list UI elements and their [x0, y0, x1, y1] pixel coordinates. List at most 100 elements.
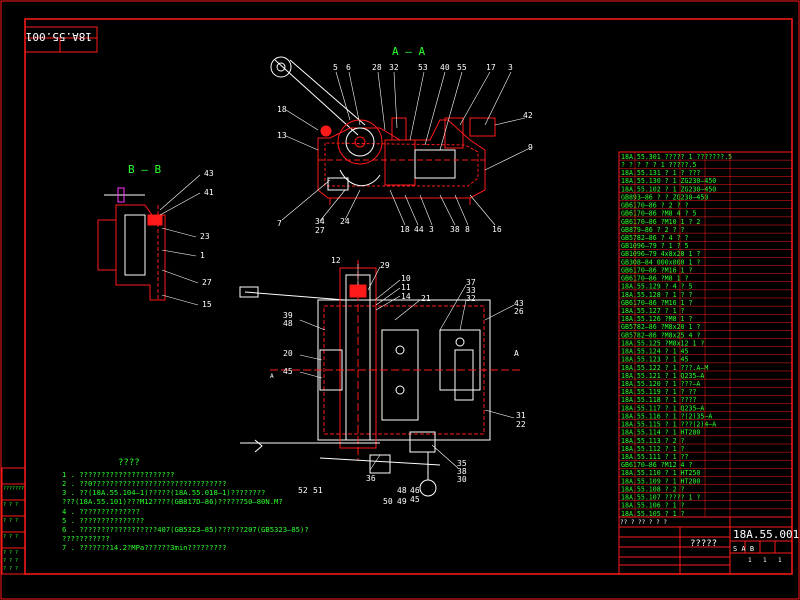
parts-list-row: 18A.55.119 ? 1 ? ??: [621, 388, 696, 396]
part-label: 45: [410, 495, 420, 504]
part-label: 18: [400, 225, 410, 234]
part-label: 3: [429, 225, 434, 234]
part-label: 23: [200, 232, 210, 241]
part-label: 42: [523, 111, 533, 120]
parts-list-row: 18A.55.106 ? 1 ?: [621, 502, 685, 510]
note-line: ???????????: [62, 534, 110, 543]
part-label: 50: [383, 497, 393, 506]
part-label: 48: [397, 486, 407, 495]
part-label: 44: [414, 225, 424, 234]
part-label: 18: [277, 105, 287, 114]
technical-notes: ???? 1 . ?????????????????????? 2 . ??0?…: [62, 458, 309, 552]
sheet-count: 1: [748, 557, 752, 564]
part-label: 34: [315, 217, 325, 226]
part-label: 22: [516, 420, 526, 429]
part-label: 43: [204, 169, 214, 178]
parts-list-row: GB1096—79 4x8x20 1 ?: [621, 250, 700, 258]
part-label: 24: [340, 217, 350, 226]
parts-list-row: 18A.55.124 ? 1 45: [621, 348, 689, 356]
part-label: 38: [450, 225, 460, 234]
part-label: 26: [514, 307, 524, 316]
part-label: 17: [486, 63, 496, 72]
part-label: 13: [277, 131, 287, 140]
parts-list-row: GB6170—86 ?M16 1 ?: [621, 299, 692, 307]
note-line: 5 . ???????????????: [62, 516, 144, 525]
sheet-count: 1: [763, 557, 767, 564]
part-label: 45: [283, 367, 293, 376]
parts-list-row: 18A.55.126 ?M8 1 ?: [621, 315, 692, 323]
note-line: 7 . ???????14.2?MPa??????3min?????????: [62, 543, 226, 552]
part-label: 33: [466, 286, 476, 295]
part-label: 12: [331, 256, 341, 265]
parts-list-row: GB5782—86 ?M8x20 1 ?: [621, 323, 700, 331]
part-label: 28: [372, 63, 382, 72]
plan-labels: 12 29 10 11 14 21 37 33 32 43 26 39 48 2…: [283, 256, 526, 506]
parts-list-row: 18A.55.118 ? 1 ????: [621, 396, 696, 404]
parts-list-row: 18A.55.122 ? 1 ???.A—M: [621, 364, 708, 372]
part-label: 16: [492, 225, 502, 234]
parts-list-row: GB6170—86 ?M12 4 ?: [621, 461, 692, 469]
section-bb-view: [97, 187, 166, 301]
parts-list-row: GB5782—86 ? 4 ? ?: [621, 234, 689, 242]
part-label: 37: [466, 278, 476, 287]
part-label: 49: [397, 497, 407, 506]
parts-list-row: 18A.55.128 ? 1 ? ?: [621, 291, 692, 299]
part-label: 30: [457, 475, 467, 484]
parts-list-row: 18A.55.105 ? 1 ?: [621, 510, 685, 518]
parts-list-row: GB6170—86 ?M8 1 ?: [621, 275, 689, 283]
parts-list-row: GB879—86 ? 2 ? ?: [621, 226, 685, 234]
part-label: 14: [401, 292, 411, 301]
arrow-label-a: A: [270, 373, 274, 380]
parts-list-row: GB6170—86 ?M8 4 ? 5: [621, 210, 696, 218]
parts-list-row: 18A.55.112 ? 1 ?: [621, 445, 685, 453]
part-label: 10: [401, 274, 411, 283]
section-aa-view: [270, 56, 496, 205]
view-arrows: A A: [270, 349, 519, 380]
note-line: 3 . ??(18A.55.104—1)?????(18A.55.018—1)?…: [62, 488, 265, 497]
parts-list-row: GB1096—79 ? 1 ? 5: [621, 242, 689, 250]
parts-list-row: 18A.55.110 ? 1 HT250: [621, 469, 700, 477]
parts-list-row: 18A.55.102 ? 1 ZG230—450: [621, 185, 716, 193]
table-cell: ? ? ?: [3, 558, 18, 564]
parts-list-row: ? ? ? ? ? 1 ?????.5: [621, 161, 696, 169]
part-label: 29: [380, 261, 390, 270]
parts-list-row: 18A.55.301 ????? 1 ???????.5: [621, 153, 732, 161]
part-label: 15: [202, 300, 212, 309]
parts-list: 18A.55.301 ????? 1 ???????.5? ? ? ? ? 1 …: [618, 151, 793, 518]
note-line: 1 . ??????????????????????: [62, 470, 175, 479]
part-label: 6: [346, 63, 351, 72]
part-label: 36: [366, 474, 376, 483]
part-label: 32: [466, 294, 476, 303]
drawing-name: ?????: [690, 539, 717, 549]
drawing-number: 18A.55.001: [733, 528, 799, 541]
sheet-count: 1: [778, 557, 782, 564]
parts-list-row: GB893—86 ? ? ZG230—450: [621, 193, 708, 201]
part-label: 41: [204, 188, 214, 197]
part-label: 35: [457, 459, 467, 468]
part-label: 52: [298, 486, 308, 495]
parts-list-row: 18A.55.116 ? 1 ?(2)35—A: [621, 412, 712, 420]
title-block-header: ?? ? ?? ? ? ?: [620, 519, 667, 526]
part-label: 5: [333, 63, 338, 72]
plan-leaders: [299, 264, 515, 471]
parts-list-row: 18A.55.113 ? 2 ?: [621, 437, 685, 445]
note-line: 2 . ??0???????????????????????????????: [62, 479, 226, 488]
section-bb-leaders: [159, 174, 201, 306]
part-label: 55: [457, 63, 467, 72]
parts-list-row: 18A.55.107 ????? 1 ?: [621, 494, 700, 502]
table-cell: ???????: [3, 486, 24, 492]
title-stamp: 18A.55.001: [24, 26, 98, 53]
note-line: ???(18A.55.101)???M12????(GB817D—86)????…: [62, 497, 283, 506]
table-cell: ? ? ?: [3, 534, 18, 540]
note-line: 4 . ??????????????: [62, 507, 140, 516]
parts-list-row: 18A.55.129 ? 4 ? 5: [621, 283, 692, 291]
part-label: 40: [440, 63, 450, 72]
left-revision-table: ??????? ? ? ? ? ? ? ? ? ? ? ? ? ? ? ? ? …: [1, 467, 26, 575]
part-label: 11: [401, 283, 411, 292]
parts-list-row: 18A.55.111 ? 1 ??: [621, 453, 689, 461]
part-label: 7: [277, 219, 282, 228]
part-label: 32: [389, 63, 399, 72]
part-label: 51: [313, 486, 323, 495]
